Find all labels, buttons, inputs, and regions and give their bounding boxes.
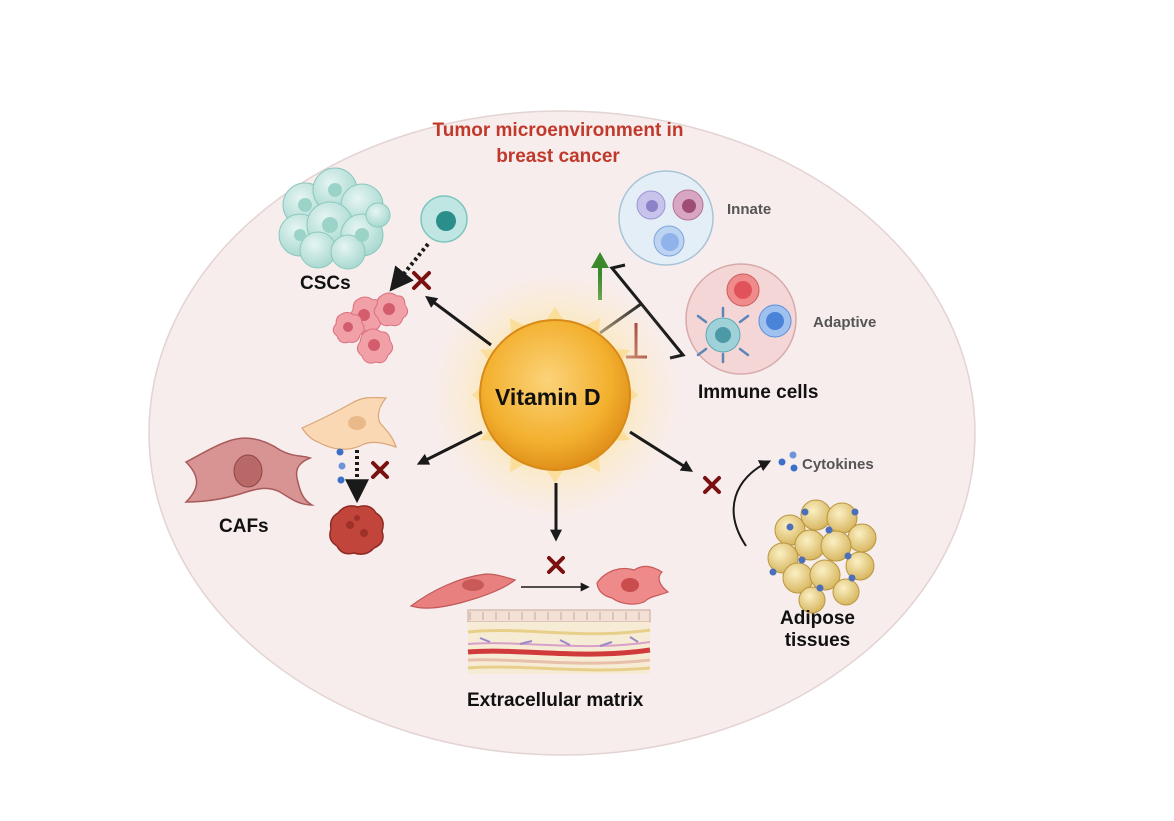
caf-cell-icon: [184, 437, 315, 506]
ecm-inhibit-cross-icon: [547, 556, 565, 574]
caf-inhibit-cross-icon: [371, 461, 389, 479]
innate-cells-bubble: [618, 170, 714, 266]
stem-cell-icon: [420, 195, 468, 243]
vitamin-d-sun-icon: [427, 267, 683, 523]
adaptive-cells-bubble: [685, 263, 797, 375]
diagram-title-line2: breast cancer: [496, 146, 620, 167]
cytokines-label: Cytokines: [802, 456, 874, 473]
csc-cluster-icon: [278, 167, 391, 270]
adipose-label-line2: tissues: [784, 630, 851, 651]
arrow-to-cscs: [425, 295, 492, 347]
vitamin-d-label: Vitamin D: [495, 384, 601, 410]
ecm-label: Extracellular matrix: [467, 690, 644, 711]
arrow-to-adipose: [629, 430, 694, 472]
caf-secreted-dots-icon: [336, 448, 346, 484]
cscs-label: CSCs: [300, 273, 351, 294]
diagram-title-line1: Tumor microenvironment in: [432, 120, 684, 141]
adipose-label: Adipose tissues: [780, 608, 855, 652]
adipose-label-line1: Adipose: [780, 608, 855, 629]
myofibroblast-cell-icon: [596, 565, 670, 605]
tumor-cells-icon: [332, 292, 409, 364]
arrow-to-cafs: [416, 430, 483, 465]
cytokine-dots-icon: [778, 451, 798, 472]
adipose-tissue-icon: [767, 499, 877, 614]
adipose-inhibit-cross-icon: [703, 476, 721, 494]
cytokine-release-arrow: [732, 460, 772, 547]
fibroblast-cell-icon: [301, 396, 397, 450]
immune-cells-label: Immune cells: [698, 382, 819, 403]
ecm-tissue-icon: [467, 609, 651, 674]
csc-inhibit-cross-icon: [412, 271, 431, 290]
cafs-label: CAFs: [219, 516, 269, 537]
adaptive-label: Adaptive: [813, 314, 877, 331]
fibroblast-elongated-icon: [409, 573, 517, 609]
diagram-title: Tumor microenvironment in breast cancer: [398, 118, 718, 170]
innate-label: Innate: [727, 201, 772, 218]
tumor-mass-icon: [329, 505, 384, 555]
